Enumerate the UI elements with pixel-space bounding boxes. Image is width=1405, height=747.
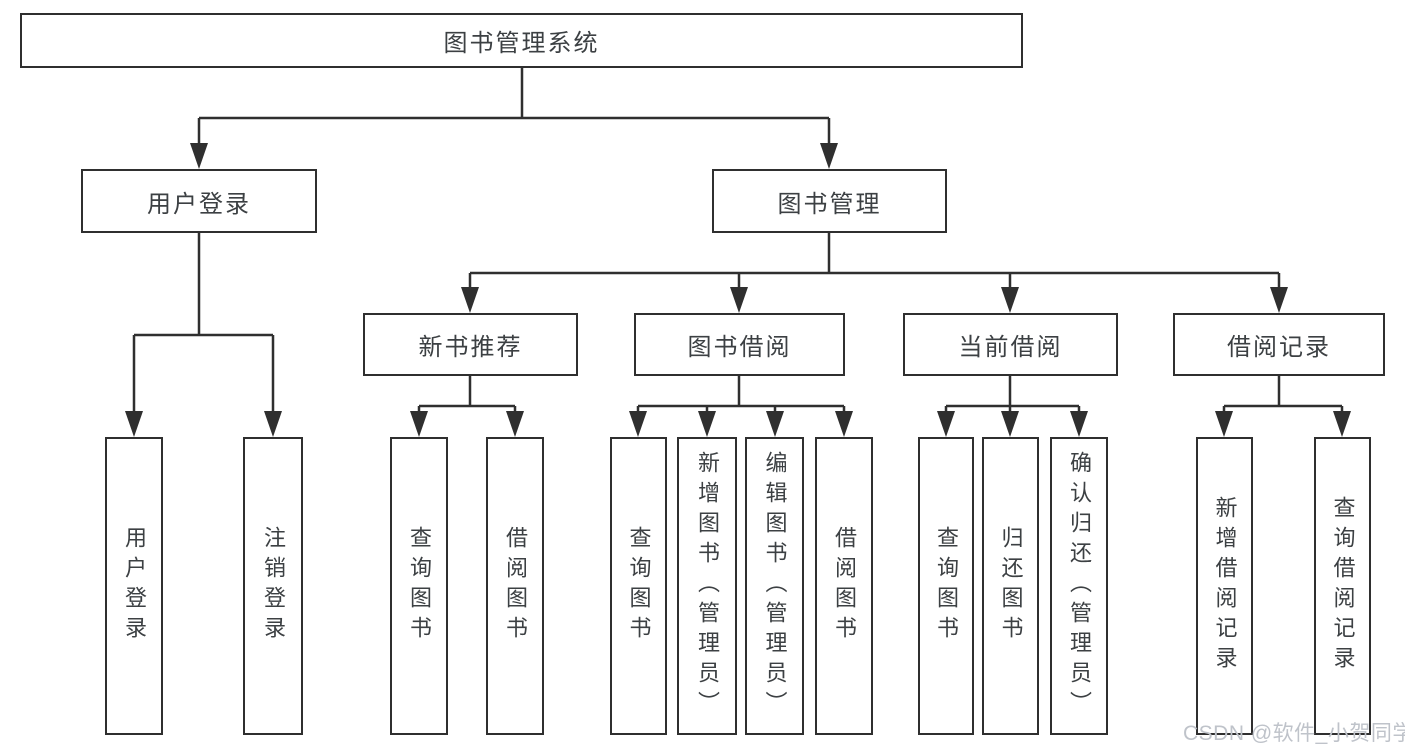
node-book-management: 图书管理: [712, 169, 947, 233]
leaf-borrow-books-recommend-label: 借阅图书: [503, 526, 528, 646]
leaf-add-book-admin-label: 新增图书（管理员）: [695, 451, 720, 721]
node-borrow-records: 借阅记录: [1173, 313, 1385, 376]
leaf-query-borrow-record: 查询借阅记录: [1314, 437, 1371, 735]
node-current-borrow: 当前借阅: [903, 313, 1118, 376]
leaf-query-books-borrow-label: 查询图书: [626, 526, 652, 646]
leaf-query-borrow-record-label: 查询借阅记录: [1330, 496, 1356, 676]
leaf-confirm-return-admin-label: 确认归还（管理员）: [1067, 451, 1092, 721]
node-user-login: 用户登录: [81, 169, 317, 233]
leaf-borrow-books-recommend: 借阅图书: [486, 437, 544, 735]
leaf-add-borrow-record-label: 新增借阅记录: [1212, 496, 1238, 676]
leaf-return-book-label: 归还图书: [998, 526, 1024, 646]
leaf-query-books-current: 查询图书: [918, 437, 974, 735]
leaf-user-login: 用户登录: [105, 437, 163, 735]
leaf-edit-book-admin-label: 编辑图书（管理员）: [762, 451, 788, 721]
leaf-query-books-borrow: 查询图书: [610, 437, 667, 735]
node-new-book-recommend: 新书推荐: [363, 313, 578, 376]
leaf-confirm-return-admin: 确认归还（管理员）: [1050, 437, 1108, 735]
leaf-logout: 注销登录: [243, 437, 303, 735]
leaf-add-book-admin: 新增图书（管理员）: [677, 437, 737, 735]
leaf-query-books-current-label: 查询图书: [934, 526, 959, 646]
leaf-add-borrow-record: 新增借阅记录: [1196, 437, 1253, 735]
leaf-edit-book-admin: 编辑图书（管理员）: [745, 437, 804, 735]
node-root-system: 图书管理系统: [20, 13, 1023, 68]
leaf-query-books-recommend-label: 查询图书: [407, 526, 432, 646]
arrow-head-icons: [125, 143, 1351, 437]
leaf-logout-label: 注销登录: [261, 526, 286, 646]
leaf-borrow-books-label: 借阅图书: [832, 526, 857, 646]
watermark: CSDN @软件_小贺同学: [1183, 722, 1405, 745]
node-book-borrow: 图书借阅: [634, 313, 845, 376]
leaf-user-login-label: 用户登录: [122, 526, 147, 646]
leaf-borrow-books: 借阅图书: [815, 437, 873, 735]
leaf-return-book: 归还图书: [982, 437, 1039, 735]
leaf-query-books-recommend: 查询图书: [390, 437, 448, 735]
